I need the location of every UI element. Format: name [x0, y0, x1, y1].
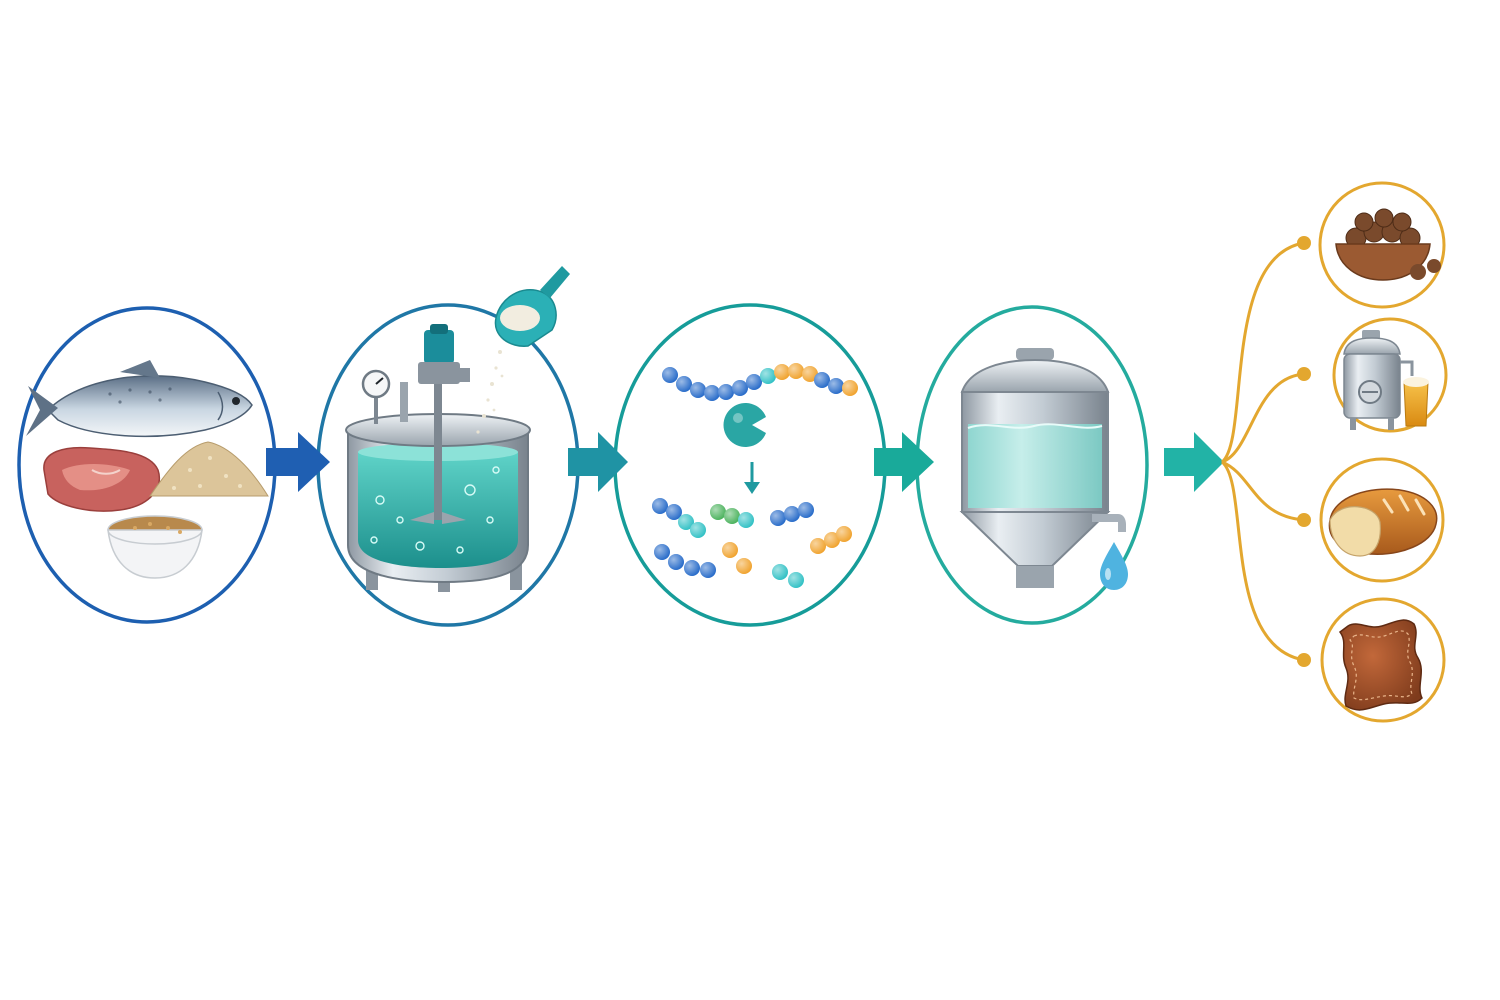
pet-food-bowl-icon [1336, 209, 1441, 280]
brewing-kettle-icon [1344, 330, 1412, 430]
bead [668, 554, 684, 570]
grain-bowl-icon [108, 516, 202, 578]
bead [842, 380, 858, 396]
enzyme-icon [724, 403, 766, 494]
enzyme-scoop-icon [476, 266, 570, 434]
beer-glass-icon [1403, 377, 1429, 426]
bead [684, 560, 700, 576]
output-brewing [1334, 319, 1446, 431]
bead [732, 380, 748, 396]
bead [700, 562, 716, 578]
peptide-chain-icon [662, 363, 858, 401]
bead [746, 374, 762, 390]
flow-arrow [1164, 432, 1224, 492]
bead [722, 542, 738, 558]
bead [654, 544, 670, 560]
bead [676, 376, 692, 392]
bead [690, 382, 706, 398]
output-branches [1222, 243, 1304, 660]
bead [770, 510, 786, 526]
bead [760, 368, 776, 384]
step-reactor-tank [318, 266, 578, 625]
bead [736, 558, 752, 574]
step-raw-materials [19, 308, 275, 622]
bead [814, 372, 830, 388]
bead [710, 504, 726, 520]
bead [774, 364, 790, 380]
meat-icon [44, 448, 159, 511]
bead [662, 367, 678, 383]
bead [788, 363, 804, 379]
output-pet-food [1320, 183, 1444, 307]
step-hydrolysis [615, 305, 885, 625]
separation-tank-icon [962, 348, 1126, 588]
bead [652, 498, 668, 514]
bead [828, 378, 844, 394]
bread-icon [1329, 489, 1436, 556]
bead [724, 508, 740, 524]
bead [784, 506, 800, 522]
fish-icon [26, 360, 252, 436]
powder-pile-icon [150, 442, 268, 496]
bead [772, 564, 788, 580]
bead [810, 538, 826, 554]
bead [704, 385, 720, 401]
bead [738, 512, 754, 528]
branch-dots [1297, 236, 1311, 667]
bead [836, 526, 852, 542]
reactor-tank-icon [346, 324, 530, 592]
step-ring [615, 305, 885, 625]
droplet-icon [1100, 542, 1128, 590]
bead [718, 384, 734, 400]
step-separation-tank [917, 307, 1147, 623]
peptide-fragments-icon [652, 498, 852, 588]
output-leather [1322, 599, 1444, 721]
bead [788, 572, 804, 588]
leather-hide-icon [1340, 620, 1422, 710]
output-bakery [1321, 459, 1443, 581]
bead [798, 502, 814, 518]
bead [690, 522, 706, 538]
